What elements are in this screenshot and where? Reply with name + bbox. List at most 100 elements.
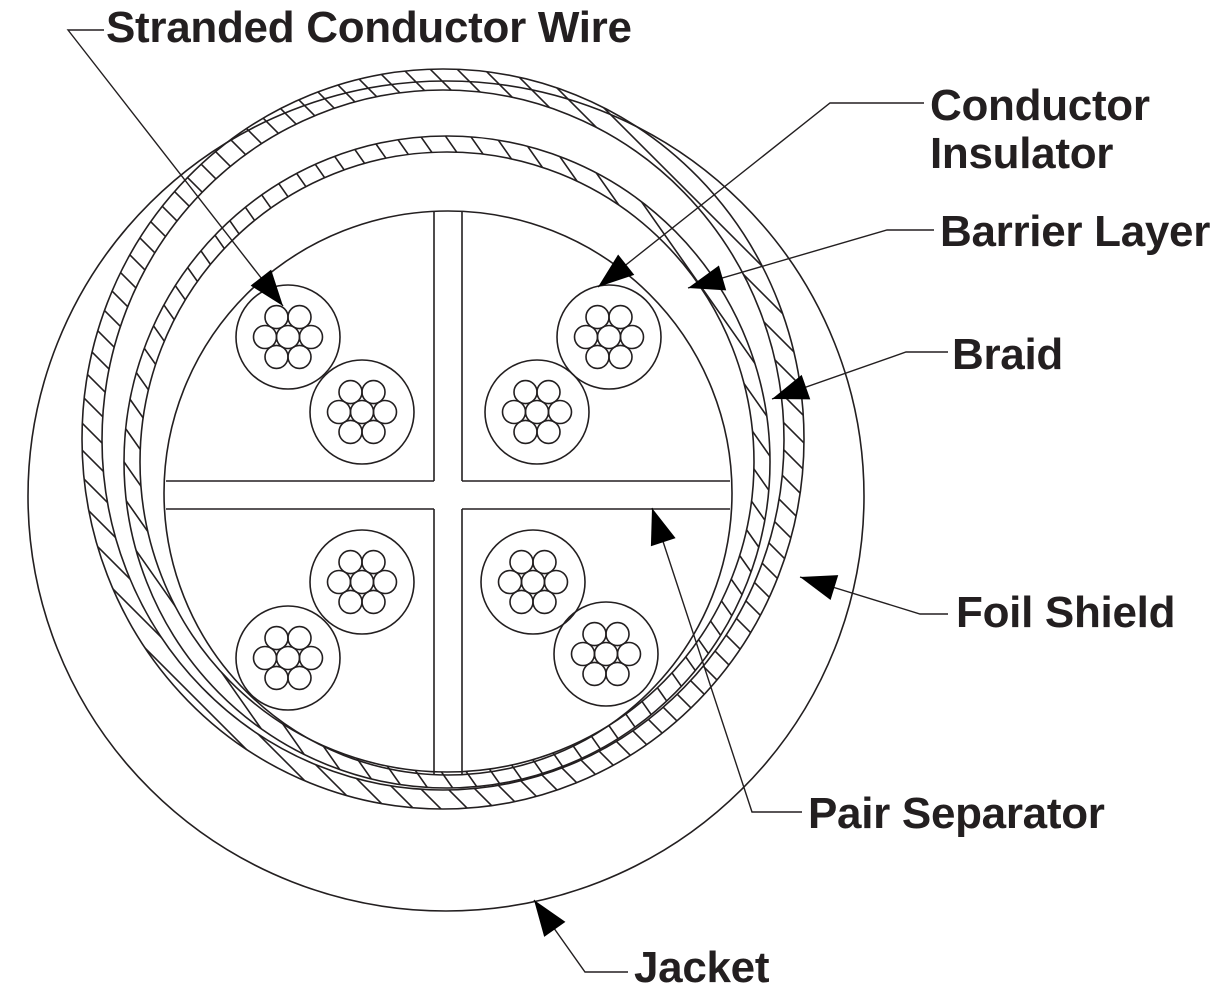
leader-conductor-insulator-line (597, 102, 924, 288)
barrier-hatch-line (124, 136, 151, 789)
label-stranded-conductor-wire: Stranded Conductor Wire (106, 3, 632, 52)
leader-barrier-layer (687, 229, 934, 291)
barrier-hatch-line (274, 136, 771, 789)
strand (298, 324, 324, 350)
barrier-hatch-line (124, 136, 276, 789)
barrier-hatch-line (324, 136, 771, 789)
strand (287, 665, 312, 691)
strand (361, 549, 386, 575)
barrier-hatch-line (124, 136, 551, 789)
strand (520, 569, 546, 595)
label-pair-separator: Pair Separator (808, 789, 1105, 838)
leader-foil-shield-arrowhead (800, 575, 839, 601)
strand (585, 344, 610, 370)
barrier-hatch-line (124, 136, 626, 789)
label-foil-shield: Foil Shield (956, 588, 1176, 637)
conductor (309, 529, 415, 635)
barrier-hatch-line (449, 136, 771, 789)
barrier-hatch-line (1150, 0, 1232, 998)
barrier-hatch-line (1175, 0, 1232, 998)
braid-hatch-line (82, 69, 226, 809)
barrier-hatch-line (124, 136, 526, 789)
strand (536, 379, 561, 405)
braid-hatch-line (82, 69, 388, 809)
braid-hatch-line (82, 69, 280, 809)
strand (287, 344, 312, 370)
strand (372, 569, 398, 595)
barrier-hatch-line (224, 136, 771, 789)
strand (536, 419, 561, 445)
braid-inner-ring (101, 89, 785, 791)
leader-stranded-conductor-wire-line (66, 29, 284, 307)
barrier-hatch-line (0, 0, 50, 998)
strand (513, 419, 538, 445)
barrier-hatch-line (124, 136, 301, 789)
conductor (556, 284, 662, 390)
strand (298, 645, 324, 671)
strand (532, 549, 557, 575)
strand (608, 304, 633, 330)
label-conductor-insulator-line2: Insulator (930, 129, 1114, 178)
label-barrier-layer: Barrier Layer (940, 207, 1211, 256)
conductor-insulator (484, 359, 590, 465)
leader-barrier-layer-arrowhead (688, 265, 727, 291)
strand (338, 379, 363, 405)
barrier-hatch-line (124, 136, 676, 789)
braid-hatch-line (82, 69, 805, 809)
strand (616, 641, 642, 667)
braid-hatch-line (82, 69, 658, 809)
strand (372, 399, 398, 425)
label-jacket: Jacket (634, 943, 770, 992)
braid-hatch-line (1198, 0, 1232, 998)
barrier-hatch-line (299, 136, 771, 789)
leader-jacket (533, 899, 628, 973)
strand (252, 324, 278, 350)
barrier-hatch-line (1225, 0, 1232, 998)
strand (524, 399, 550, 425)
conductor-insulator (480, 529, 586, 635)
strand (593, 641, 619, 667)
braid-hatch-line (82, 69, 805, 809)
strand (361, 589, 386, 615)
barrier-outer-ring (123, 135, 771, 789)
strand (547, 399, 573, 425)
strand (349, 569, 375, 595)
barrier-hatch-line (0, 0, 75, 998)
conductor (309, 359, 415, 465)
braid-hatch-line (82, 69, 469, 809)
conductor (235, 284, 341, 390)
strand (287, 625, 312, 651)
braid-hatch-line (82, 69, 631, 809)
strand (605, 621, 630, 647)
barrier-hatch-line (124, 136, 771, 789)
barrier-hatch-line (249, 136, 771, 789)
leader-pair-separator-arrowhead (650, 508, 676, 547)
barrier-hatch-line (124, 136, 426, 789)
strand (275, 324, 301, 350)
pair-separator (166, 212, 730, 775)
strand (349, 399, 375, 425)
barrier-hatch-line (424, 136, 771, 789)
braid-hatch-line (82, 69, 805, 809)
strand (361, 419, 386, 445)
leader-conductor-insulator-arrowhead (598, 254, 635, 287)
strand (596, 324, 622, 350)
conductor (484, 359, 590, 465)
leader-stranded-conductor-wire-arrowhead (250, 269, 283, 306)
barrier-hatch-line (0, 0, 100, 998)
leader-braid (771, 351, 948, 400)
strand (513, 379, 538, 405)
barrier-hatch-line (124, 136, 251, 789)
barrier-hatch-line (124, 136, 201, 789)
braid-hatch-line (82, 69, 805, 809)
braid-hatch-line (1144, 0, 1232, 998)
strand (252, 645, 278, 671)
jacket-outer-ring (27, 80, 865, 912)
strand (338, 589, 363, 615)
strand (264, 625, 289, 651)
barrier-hatch-line (124, 136, 726, 789)
braid-hatch-line (82, 69, 766, 809)
label-braid: Braid (952, 330, 1063, 379)
strand (509, 589, 534, 615)
strand (585, 304, 610, 330)
